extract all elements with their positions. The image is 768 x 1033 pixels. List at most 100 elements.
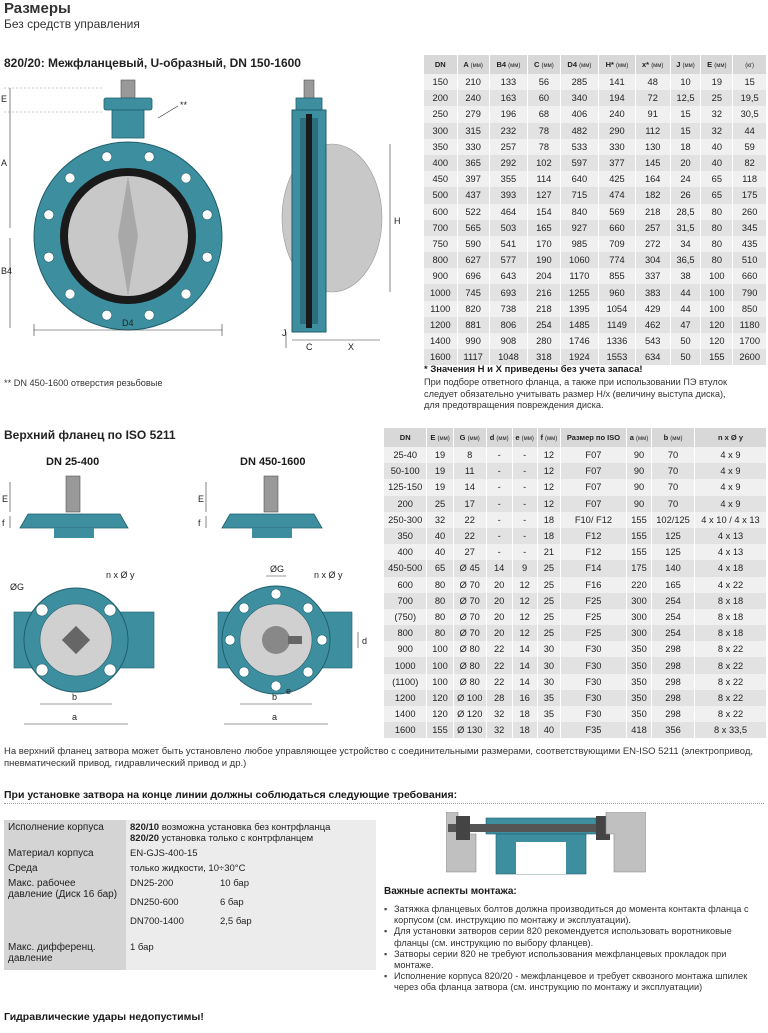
table-cell: 216	[527, 284, 561, 301]
table-cell: 163	[488, 90, 528, 107]
req-row: Материал корпуса EN-GJS-400-15	[4, 846, 376, 861]
req-label: Макс. дифференц. давление	[4, 940, 126, 970]
column-header-name: b	[663, 433, 669, 442]
req-value: 820/10 возможна установка без контрфланц…	[126, 820, 376, 846]
table-cell: 1336	[598, 333, 636, 350]
table-cell: 4 x 9	[694, 479, 766, 496]
table-cell: 12	[536, 495, 561, 512]
req-label: Исполнение корпуса	[4, 820, 126, 846]
table-cell: Ø 120	[452, 706, 487, 723]
iso2-label-b: b	[272, 692, 277, 702]
table-cell: 120	[426, 706, 454, 723]
iso2-label-f: f	[198, 518, 201, 528]
table-cell: 12	[536, 479, 561, 496]
column-header-name: DN	[434, 60, 446, 69]
table-cell: 393	[488, 187, 528, 204]
section1-footnote: ** DN 450-1600 отверстия резьбовые	[4, 378, 163, 388]
table-cell: 1553	[598, 349, 636, 366]
column-header: G (мм)	[452, 428, 487, 447]
table-cell: 510	[732, 252, 766, 269]
table-cell: 17	[452, 495, 487, 512]
table-cell: 600	[424, 203, 458, 220]
table-cell: 36,5	[669, 252, 701, 269]
table-cell: 298	[651, 673, 695, 690]
table-cell: 10	[669, 74, 701, 91]
table-cell: 565	[456, 219, 490, 236]
table-cell: Ø 80	[452, 673, 487, 690]
table-cell: 340	[559, 90, 599, 107]
table-cell: 8 x 18	[694, 625, 766, 642]
req-bold: 820/10	[130, 822, 160, 833]
table-cell: Ø 80	[452, 641, 487, 658]
table-cell: 500	[424, 187, 458, 204]
table-cell: 634	[634, 349, 671, 366]
table-cell: -	[485, 447, 513, 464]
column-header-unit: (кг)	[745, 63, 755, 69]
table-cell: 70	[651, 447, 695, 464]
table-cell: 990	[456, 333, 490, 350]
table-cell: 28	[485, 689, 513, 706]
table-cell: 330	[456, 138, 490, 155]
table-cell: 70	[651, 463, 695, 480]
table-cell: -	[511, 479, 538, 496]
table-cell: 4 x 10 / 4 x 13	[694, 511, 766, 528]
table-cell: 4 x 9	[694, 495, 766, 512]
column-header-unit: (мм)	[437, 436, 450, 442]
column-header: C (мм)	[527, 55, 561, 74]
table-cell: 1485	[559, 316, 599, 333]
table-cell: 1180	[732, 316, 766, 333]
table-cell: 40	[700, 154, 733, 172]
table-cell: 350	[625, 641, 652, 658]
table-cell: Ø 80	[452, 657, 487, 674]
table-cell: 800	[424, 252, 458, 269]
label-D4: D4	[122, 318, 134, 328]
table-cell: 1149	[598, 316, 636, 333]
table-cell: 218	[527, 300, 561, 317]
aspects-list: Затяжка фланцевых болтов должна производ…	[384, 904, 766, 994]
table-cell: 40	[426, 527, 454, 545]
table-cell: (1100)	[384, 673, 427, 690]
table-cell: 250	[424, 106, 458, 123]
table-cell: 34	[669, 235, 701, 253]
column-header: D4 (мм)	[559, 55, 599, 74]
table-cell: 474	[598, 187, 636, 204]
table-cell: 820	[456, 300, 490, 317]
table-cell: 19	[426, 463, 454, 480]
table-cell: 350	[625, 706, 652, 723]
table-cell: 125	[651, 527, 695, 545]
table-cell: 155	[426, 722, 454, 739]
table-cell: 292	[488, 154, 528, 172]
table-cell: 250-300	[384, 511, 427, 528]
column-header-unit: (мм)	[670, 436, 683, 442]
column-header-name: C	[534, 60, 540, 69]
table-cell: 200	[384, 495, 427, 512]
table-cell: 200	[424, 90, 458, 107]
table-cell: 78	[527, 138, 561, 155]
table-cell: 210	[456, 74, 490, 91]
column-header-name: J	[676, 60, 681, 69]
column-header-name: A	[463, 60, 469, 69]
table-cell: 175	[625, 560, 652, 577]
pressure-value: 6 бар	[220, 897, 244, 908]
table-cell: 300	[625, 625, 652, 642]
table-cell: 597	[559, 154, 599, 172]
valve-side-drawing: H J C X	[281, 79, 401, 352]
table-cell: 18	[536, 511, 561, 528]
note-line: При подборе ответного фланца, а также пр…	[424, 377, 728, 387]
table-cell: 25	[536, 608, 561, 626]
table-cell: 660	[598, 219, 636, 236]
table-cell: 1395	[559, 300, 599, 317]
table-cell: 100	[700, 268, 733, 285]
table-cell: 9	[511, 560, 538, 577]
table-cell: 40	[426, 544, 454, 561]
table-cell: Ø 100	[452, 689, 487, 706]
pressure-value: 10 бар	[220, 878, 249, 889]
column-header: A (мм)	[456, 55, 490, 74]
table-cell: 450-500	[384, 560, 427, 577]
table-cell: 577	[488, 252, 528, 269]
